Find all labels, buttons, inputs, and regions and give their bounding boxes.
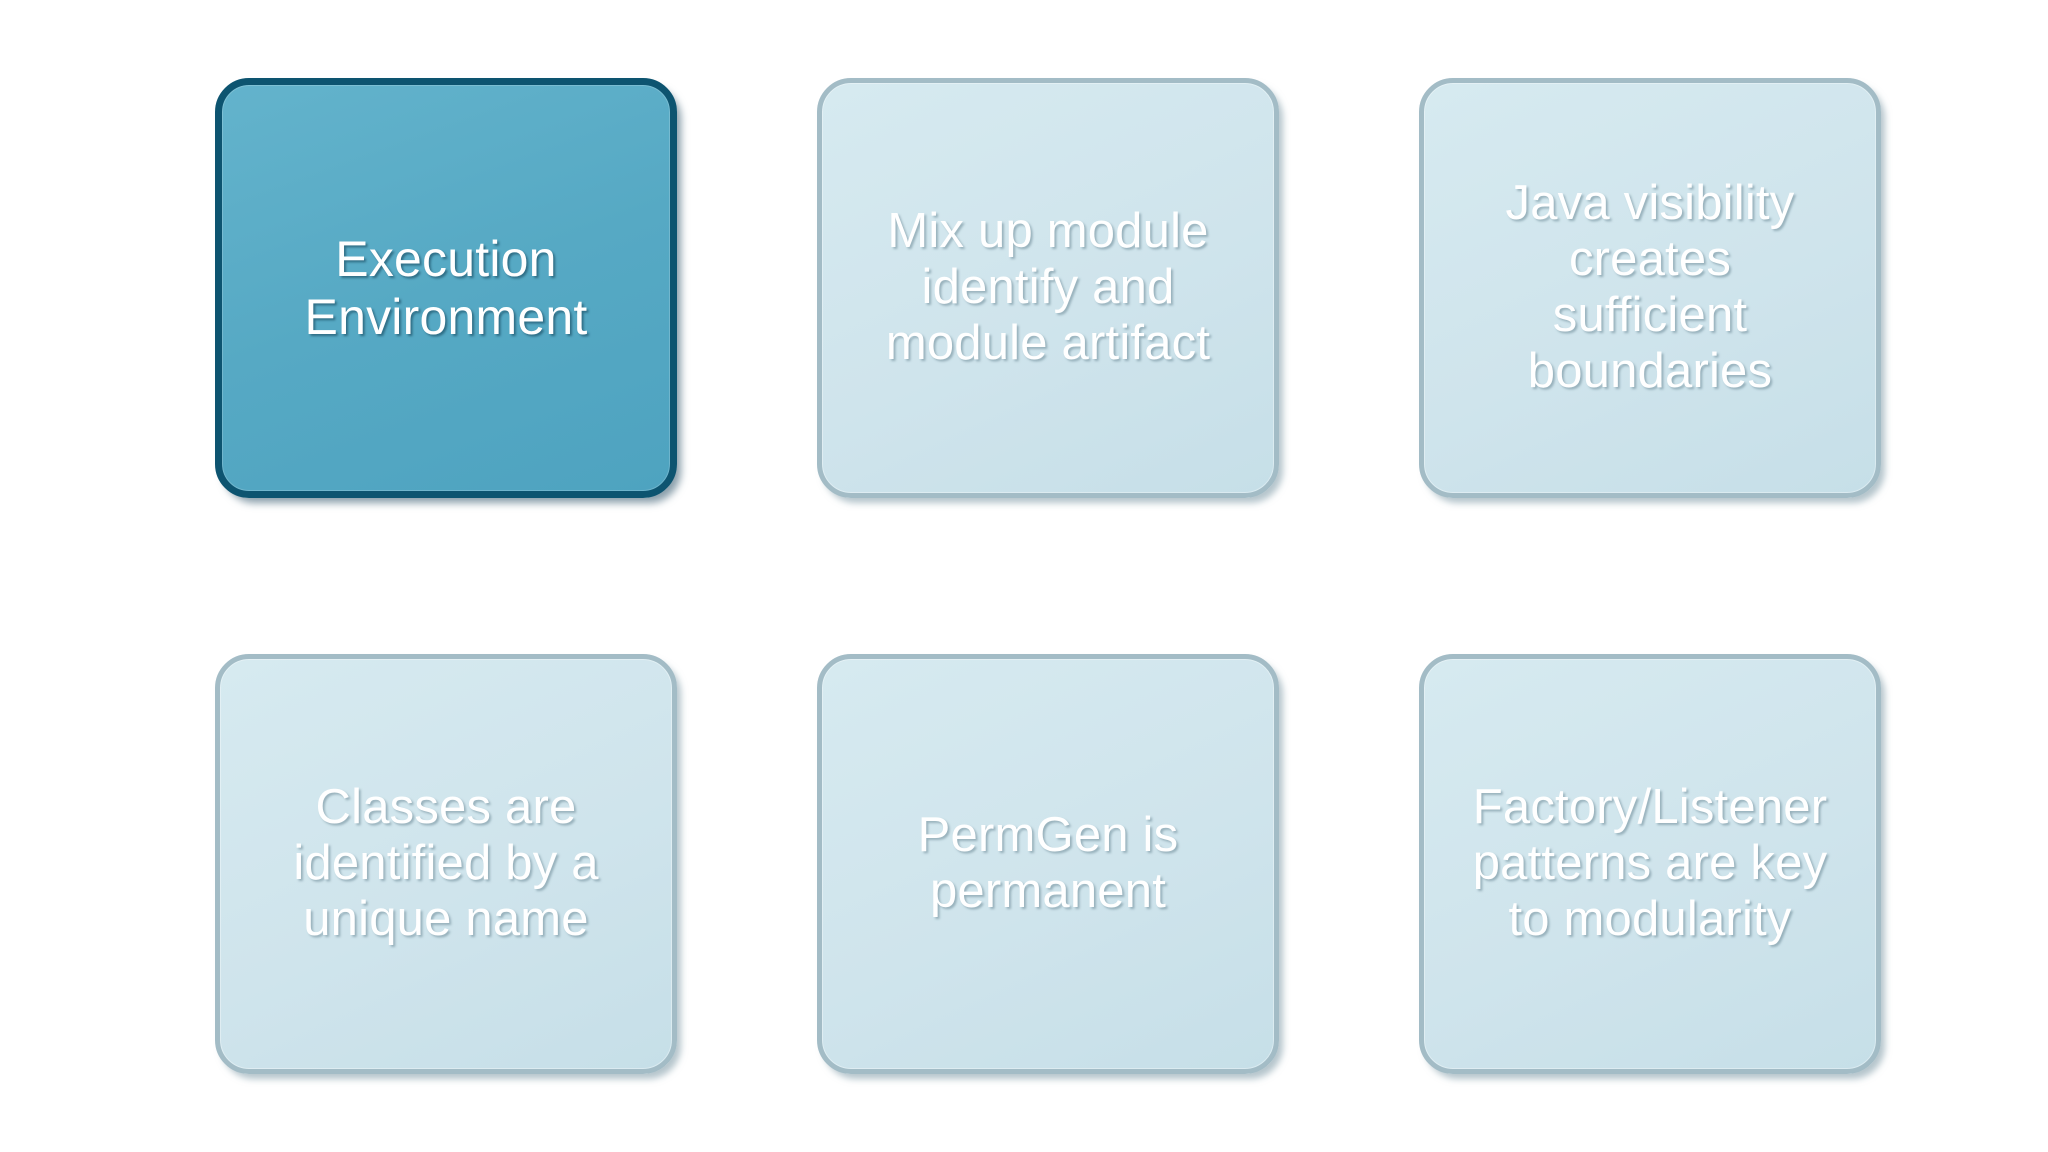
tile-label: Execution Environment [304,231,588,345]
tile-label: Java visibility creates sufficient bound… [1505,176,1795,398]
tile-grid: Execution Environment Mix up module iden… [215,78,1881,1074]
tile-module-identity-artifact[interactable]: Mix up module identify and module artifa… [817,78,1279,498]
tile-class-unique-name[interactable]: Classes are identified by a unique name [215,654,677,1074]
tile-label: PermGen is permanent [917,808,1179,918]
tile-label: Mix up module identify and module artifa… [885,204,1211,370]
tile-label: Classes are identified by a unique name [293,780,599,946]
tile-permgen-permanent[interactable]: PermGen is permanent [817,654,1279,1074]
tile-java-visibility[interactable]: Java visibility creates sufficient bound… [1419,78,1881,498]
tile-factory-listener-patterns[interactable]: Factory/Listener patterns are key to mod… [1419,654,1881,1074]
tile-execution-environment[interactable]: Execution Environment [215,78,677,498]
tile-label: Factory/Listener patterns are key to mod… [1472,780,1828,946]
